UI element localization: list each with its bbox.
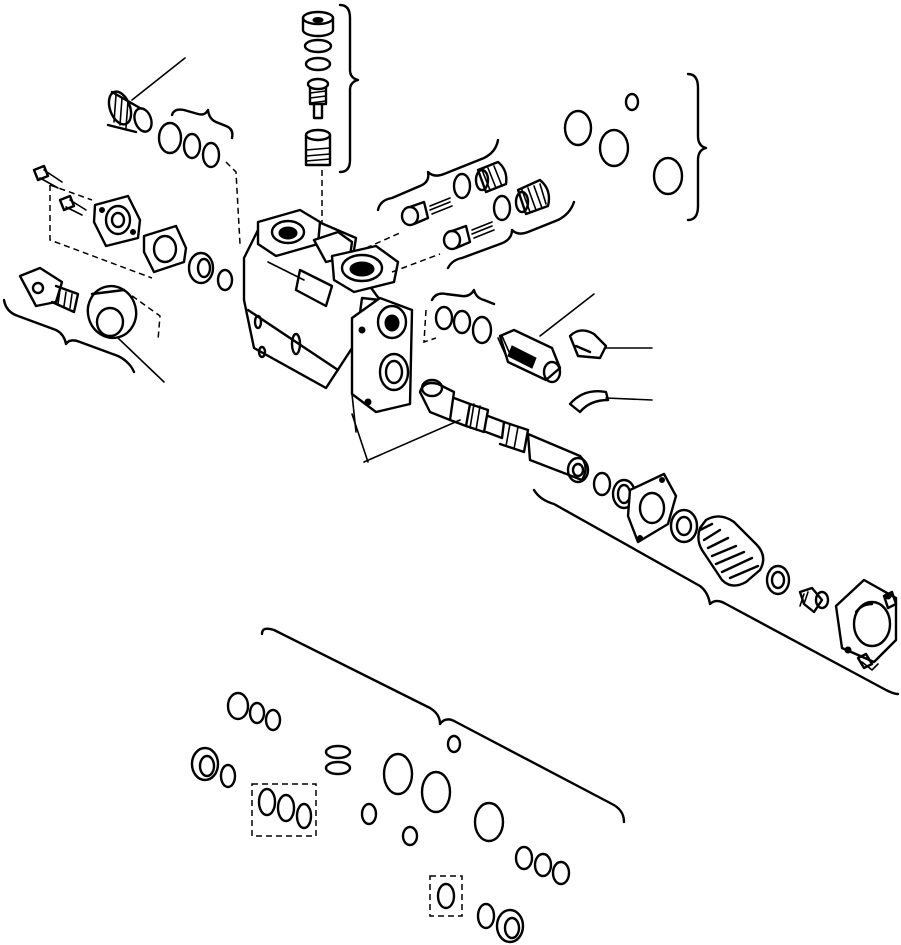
top-right-oring-set	[563, 72, 708, 222]
top-plug-stack	[301, 3, 360, 232]
lever-fork-group	[2, 266, 165, 383]
valve-body	[242, 208, 461, 463]
spool-assembly	[418, 378, 900, 696]
relief-valve-group	[423, 288, 653, 414]
seal-kit	[190, 627, 626, 944]
left-cover-group	[32, 164, 234, 292]
check-valve-group	[376, 138, 576, 270]
upper-left-plug-group	[106, 57, 241, 245]
